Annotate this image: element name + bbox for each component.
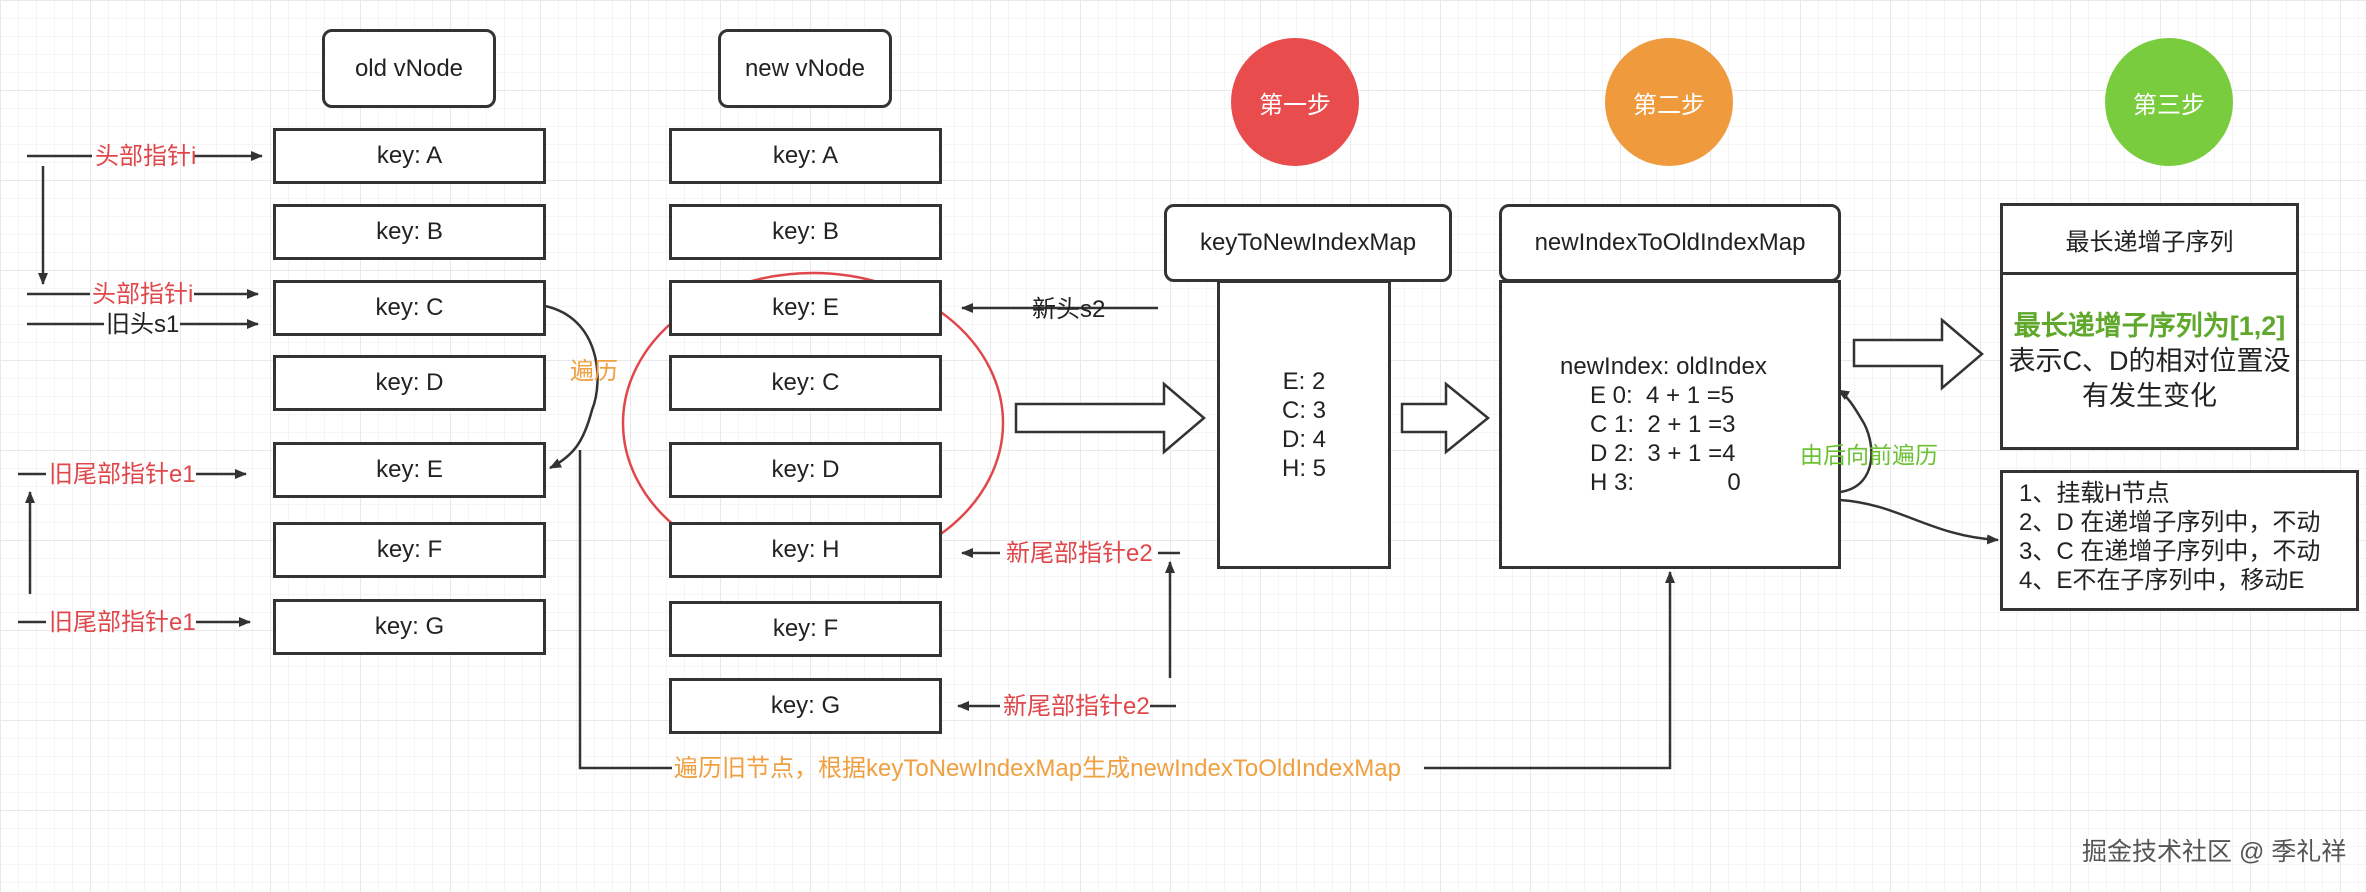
step-1-badge: 第一步: [1231, 38, 1359, 166]
old-node-g: key: G: [273, 599, 546, 655]
new-node-a: key: A: [669, 128, 942, 184]
old-node-d: key: D: [273, 355, 546, 411]
action-item: 1、挂载H节点: [2019, 480, 2170, 507]
head-pointer-label-2: 头部指针i: [92, 281, 194, 308]
index-map-body: [1499, 280, 1841, 569]
head-pointer-label-1: 头部指针i: [95, 143, 197, 170]
reverse-traverse-label: 由后向前遍历: [1800, 442, 1938, 468]
new-node-c: key: C: [669, 355, 942, 411]
big-arrow-2: [1400, 381, 1490, 455]
watermark: 掘金技术社区 @ 季礼祥: [2082, 838, 2347, 866]
new-node-g: key: G: [669, 678, 942, 734]
index-map-entry: C 1: 2 + 1 =3: [1590, 411, 1736, 438]
index-map-header: newIndex: oldIndex: [1560, 353, 1767, 380]
new-tail-e2-label-1: 新尾部指针e2: [1006, 540, 1153, 567]
key-map-entry: H: 5: [1281, 454, 1326, 482]
lis-desc-line-2: 有发生变化: [2082, 380, 2217, 411]
key-map-entry: E: 2: [1282, 367, 1326, 395]
bottom-traversal-label: 遍历旧节点，根据keyToNewIndexMap生成newIndexToOldI…: [674, 755, 1401, 782]
bottom-traversal-path: [578, 450, 672, 770]
key-map-entry: C: 3: [1281, 396, 1326, 424]
lis-desc-line-1: 表示C、D的相对位置没: [2008, 345, 2291, 376]
new-head-s2-label: 新头s2: [1032, 296, 1106, 323]
old-node-b: key: B: [273, 204, 546, 260]
new-node-b: key: B: [669, 204, 942, 260]
action-list: 1、挂载H节点 2、D 在递增子序列中，不动 3、C 在递增子序列中，不动 4、…: [2000, 470, 2359, 611]
old-node-c: key: C: [273, 280, 546, 336]
action-item: 3、C 在递增子序列中，不动: [2019, 538, 2321, 565]
old-tail-e1-label-2: 旧尾部指针e1: [49, 609, 196, 636]
step-2-badge: 第二步: [1605, 38, 1733, 166]
index-map-title: newIndexToOldIndexMap: [1499, 204, 1841, 282]
new-tail-e2-label-2: 新尾部指针e2: [1003, 693, 1150, 720]
key-map-body: E: 2 C: 3 D: 4 H: 5: [1217, 280, 1391, 569]
big-arrow-1: [1014, 381, 1206, 455]
big-arrow-3: [1852, 317, 1984, 391]
old-node-e: key: E: [273, 442, 546, 498]
action-item: 2、D 在递增子序列中，不动: [2019, 509, 2321, 536]
step-3-badge: 第三步: [2105, 38, 2233, 166]
action-curve: [1839, 498, 1999, 545]
index-map-entry: H 3: 0: [1590, 469, 1741, 496]
lis-highlight: 最长递增子序列为[1,2]: [2013, 310, 2286, 341]
action-item: 4、E不在子序列中，移动E: [2019, 567, 2305, 594]
index-map-entry: D 2: 3 + 1 =4: [1590, 440, 1736, 467]
old-node-f: key: F: [273, 522, 546, 578]
lis-title: 最长递增子序列: [2000, 203, 2299, 275]
index-map-entry: E 0: 4 + 1 =5: [1590, 382, 1735, 409]
key-map-title: keyToNewIndexMap: [1164, 204, 1452, 282]
reverse-curve: [1837, 388, 1873, 494]
traverse-curve: [544, 304, 599, 470]
new-node-d: key: D: [669, 442, 942, 498]
new-vnode-header: new vNode: [718, 29, 892, 108]
new-node-f: key: F: [669, 601, 942, 657]
key-map-entry: D: 4: [1281, 425, 1326, 453]
old-head-s1-label: 旧头s1: [106, 311, 180, 338]
old-tail-e1-label-1: 旧尾部指针e1: [49, 461, 196, 488]
old-vnode-header: old vNode: [322, 29, 496, 108]
new-node-e: key: E: [669, 280, 942, 336]
traverse-label: 遍历: [570, 358, 618, 385]
old-node-a: key: A: [273, 128, 546, 184]
new-node-h: key: H: [669, 522, 942, 578]
lis-body: 最长递增子序列为[1,2] 表示C、D的相对位置没 有发生变化: [2000, 272, 2299, 450]
